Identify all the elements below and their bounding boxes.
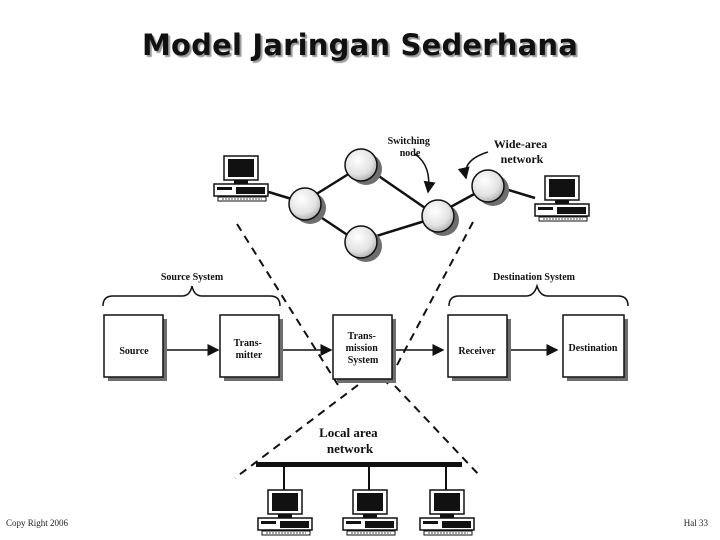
switching-node-icon <box>471 169 509 206</box>
switching-node-icon <box>421 199 459 236</box>
local-area-network-label: Local area network <box>319 425 381 456</box>
wide-area-network: Switching node Wide-area network <box>213 136 590 262</box>
destination-box: Destination <box>562 314 628 381</box>
transmitter-box: Trans- mitter <box>219 314 283 381</box>
wan-link <box>369 218 429 240</box>
footer-page-number: Hal 33 <box>683 518 708 528</box>
source-label: Source <box>119 346 149 357</box>
source-system: Source System Source Trans- mitter <box>102 272 333 381</box>
local-area-network: Local area network <box>256 425 475 536</box>
arrow-icon <box>457 151 489 180</box>
switching-node-icon <box>344 148 382 185</box>
source-system-label: Source System <box>161 272 224 283</box>
dashed-line-lan-right <box>394 385 481 477</box>
computer-icon <box>419 489 475 536</box>
transmission-system-label: Trans- mission System <box>346 331 381 366</box>
dashed-line-wan-left <box>236 223 339 386</box>
computer-icon <box>342 489 398 536</box>
dashed-line-wan-right <box>386 221 474 385</box>
computer-icon <box>534 175 590 222</box>
lan-bus <box>256 462 462 467</box>
footer-copyright: Copy Right 2006 <box>6 518 69 528</box>
switching-node-icon <box>288 187 326 224</box>
wide-area-network-label: Wide-area network <box>494 137 551 166</box>
receiver-box: Receiver <box>447 314 511 381</box>
transmitter-label: Trans- mitter <box>234 338 265 361</box>
receiver-label: Receiver <box>458 346 496 357</box>
switching-node-icon <box>344 225 382 262</box>
brace-icon <box>448 283 629 307</box>
dashed-connectors <box>234 221 481 479</box>
computer-icon <box>213 155 269 202</box>
brace-icon <box>102 285 281 307</box>
dashed-line-lan-left <box>234 384 359 479</box>
destination-label: Destination <box>569 343 618 354</box>
destination-system: Destination System Receiver Destination <box>447 272 629 381</box>
switching-node-label: Switching node <box>388 136 433 159</box>
slide-title: Model Jaringan Sederhana <box>141 28 579 62</box>
computer-icon <box>257 489 313 536</box>
transmission-system-box: Trans- mission System <box>332 314 396 383</box>
arrow-icon <box>414 153 436 194</box>
source-box: Source <box>103 314 167 381</box>
destination-system-label: Destination System <box>493 272 576 283</box>
